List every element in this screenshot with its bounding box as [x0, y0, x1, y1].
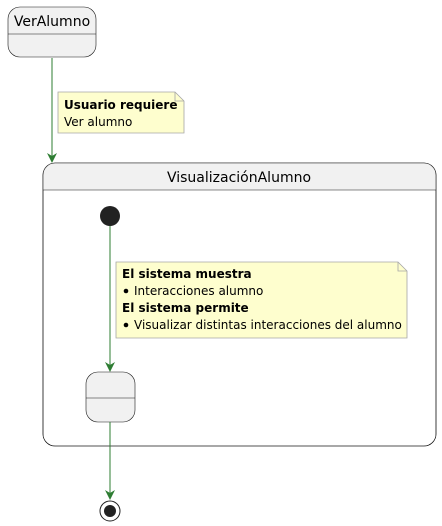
note-usuario-requiere: Usuario requiere Ver alumno [57, 91, 185, 134]
bullet-icon [123, 288, 129, 294]
initial-state [100, 206, 120, 226]
bullet-icon [123, 322, 129, 328]
state-ver-alumno: VerAlumno [7, 6, 97, 58]
final-state [99, 500, 121, 522]
note-sistema-permite-bullet: Visualizar distintas interacciones del a… [134, 318, 402, 332]
note-sistema-muestra-bullet: Interacciones alumno [134, 284, 263, 298]
note-sistema-permite-heading: El sistema permite [122, 301, 249, 315]
note-sistema-muestra-heading: El sistema muestra [122, 267, 252, 281]
note-sistema: El sistema muestra Interacciones alumno … [115, 261, 408, 339]
note-usuario-requiere-title: Usuario requiere [64, 98, 177, 112]
state-inner-anonymous [85, 371, 136, 423]
state-visualizacion-alumno-label: VisualizaciónAlumno [167, 170, 311, 186]
state-ver-alumno-label: VerAlumno [14, 14, 90, 30]
note-usuario-requiere-text: Ver alumno [64, 115, 132, 129]
